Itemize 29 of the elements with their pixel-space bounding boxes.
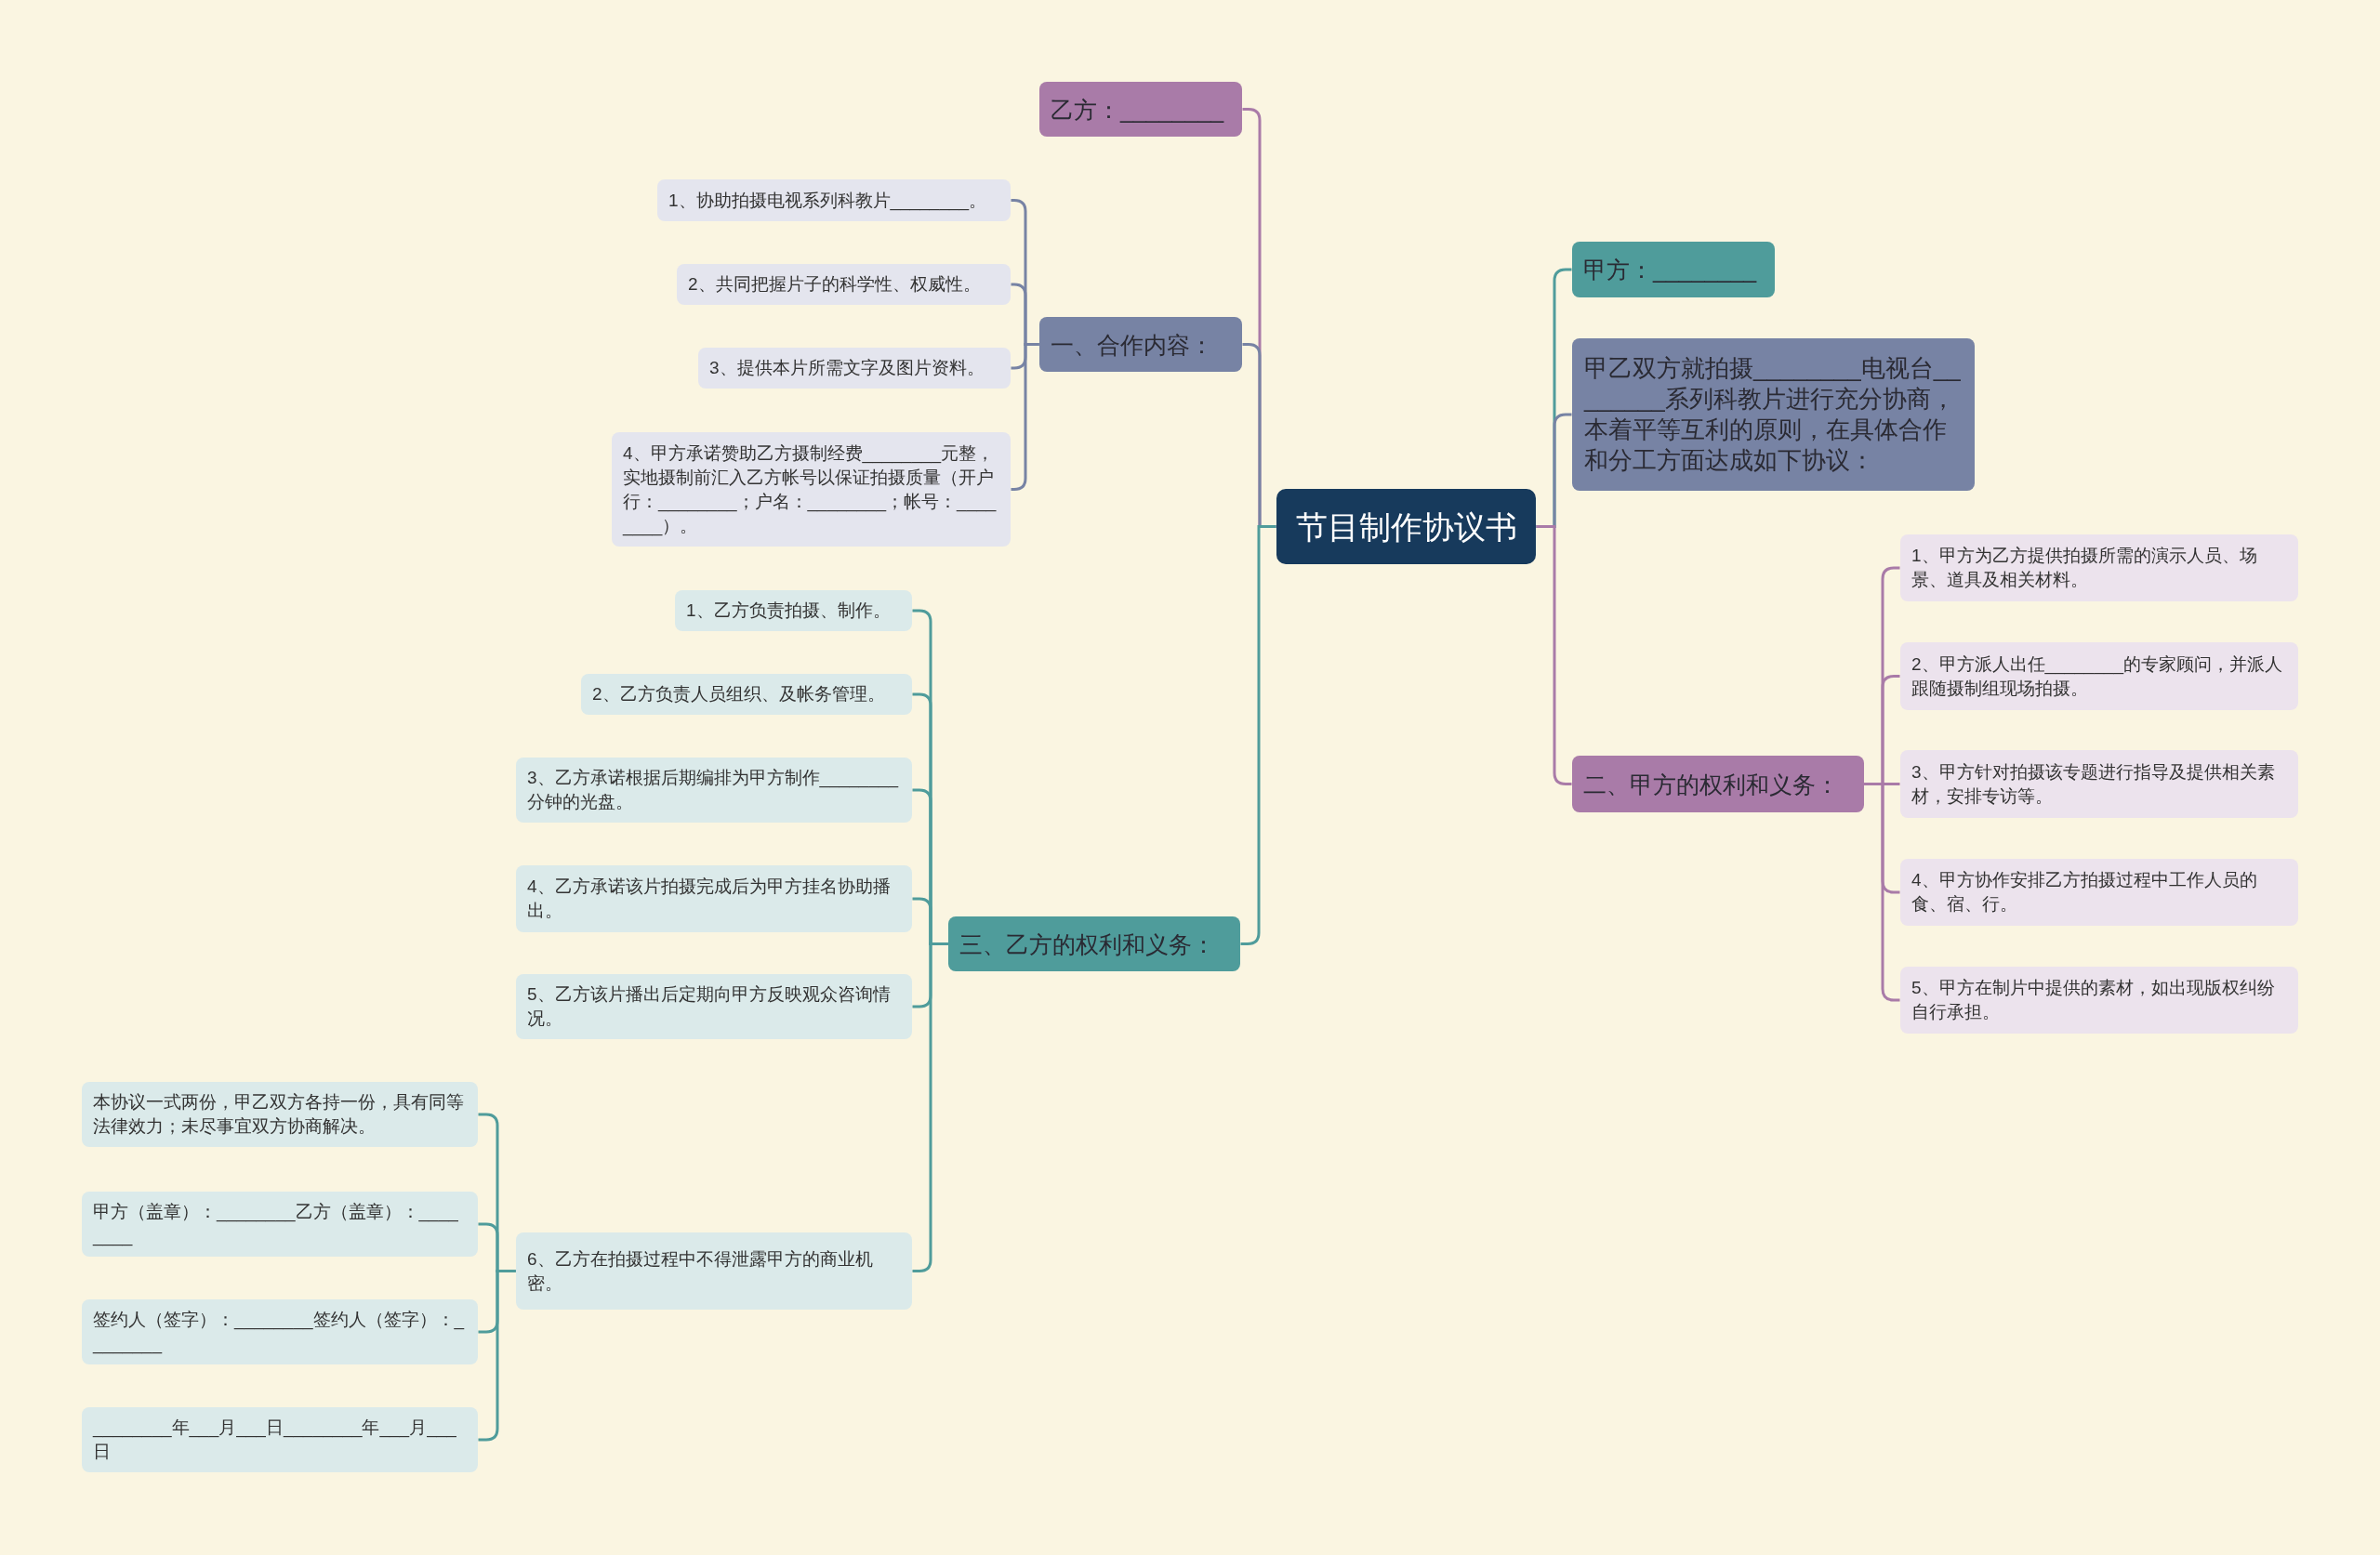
connector-line xyxy=(912,942,948,1272)
subtopic-box: 1、甲方为乙方提供拍摄所需的演示人员、场景、道具及相关材料。 xyxy=(1900,534,2298,601)
subtopic-box: 本协议一式两份，甲乙双方各持一份，具有同等法律效力；未尽事宜双方协商解决。 xyxy=(82,1082,478,1147)
topic-box: 甲方：________ xyxy=(1572,242,1775,297)
subtopic-box: 4、甲方协作安排乙方拍摄过程中工作人员的食、宿、行。 xyxy=(1900,859,2298,926)
central-topic: 节目制作协议书 xyxy=(1276,489,1536,564)
topic-box: 二、甲方的权利和义务： xyxy=(1572,756,1864,812)
subtopic-box: 2、甲方派人出任________的专家顾问，并派人跟随摄制组现场拍摄。 xyxy=(1900,642,2298,710)
subtopic-box: 3、提供本片所需文字及图片资料。 xyxy=(698,348,1011,389)
subtopic-box: 5、甲方在制片中提供的素材，如出现版权纠纷自行承担。 xyxy=(1900,967,2298,1034)
subtopic-box: 2、乙方负责人员组织、及帐务管理。 xyxy=(581,674,912,715)
topic-box: 乙方：________ xyxy=(1039,82,1242,137)
subtopic-box: ________年___月___日________年___月___日 xyxy=(82,1407,478,1472)
topic-box: 三、乙方的权利和义务： xyxy=(948,916,1240,971)
subtopic-box: 1、协助拍摄电视系列科教片________。 xyxy=(657,179,1011,221)
connector-line xyxy=(1240,525,1276,945)
subtopic-box: 1、乙方负责拍摄、制作。 xyxy=(675,590,912,631)
subtopic-box: 3、甲方针对拍摄该专题进行指导及提供相关素材，安排专访等。 xyxy=(1900,750,2298,818)
subtopic-box: 3、乙方承诺根据后期编排为甲方制作________分钟的光盘。 xyxy=(516,758,912,823)
subtopic-box: 2、共同把握片子的科学性、权威性。 xyxy=(677,264,1011,305)
subtopic-box: 5、乙方该片播出后定期向甲方反映观众咨询情况。 xyxy=(516,974,912,1039)
subtopic-box: 甲方（盖章）：________乙方（盖章）：________ xyxy=(82,1192,478,1257)
topic-box: 一、合作内容： xyxy=(1039,317,1242,372)
connector-line xyxy=(478,1270,516,1442)
subtopic-box: 6、乙方在拍摄过程中不得泄露甲方的商业机密。 xyxy=(516,1232,912,1310)
subtopic-box: 签约人（签字）：________签约人（签字）：________ xyxy=(82,1299,478,1364)
subtopic-box: 4、乙方承诺该片拍摄完成后为甲方挂名协助播出。 xyxy=(516,865,912,932)
topic-box: 甲乙双方就拍摄________电视台________系列科教片进行充分协商，本着平等互利的原则，在具体合作和分工方面达成如下协议： xyxy=(1572,338,1975,491)
subtopic-box: 4、甲方承诺赞助乙方摄制经费________元整，实地摄制前汇入乙方帐号以保证拍摄质量（开户行：________；户名：________；帐号：________）。 xyxy=(612,432,1011,547)
